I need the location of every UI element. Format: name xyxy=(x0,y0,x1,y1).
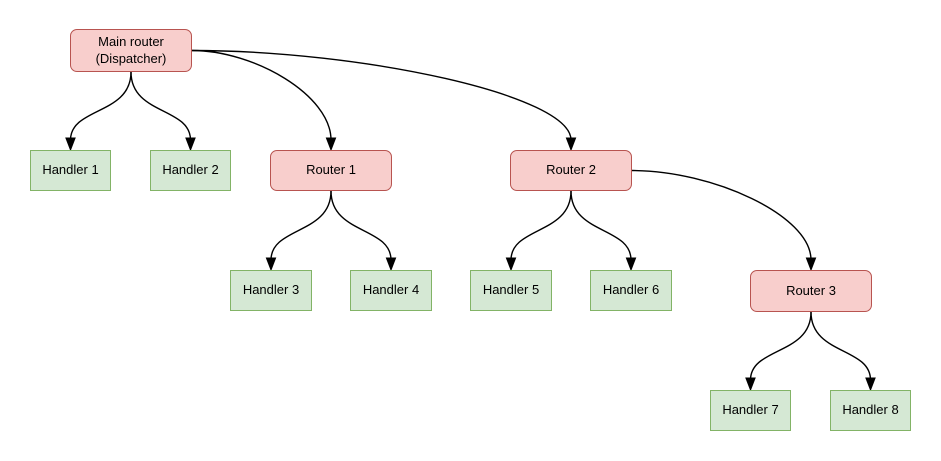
node-handler-2: Handler 2 xyxy=(150,150,231,191)
edge-arrowhead-icon xyxy=(865,377,876,392)
edge-line xyxy=(631,169,812,261)
edge-arrowhead-icon xyxy=(185,137,196,152)
edge-arrowhead-icon xyxy=(385,257,397,272)
edge-arrowhead-icon xyxy=(325,137,337,152)
node-handler-8: Handler 8 xyxy=(830,390,911,431)
node-handler-3: Handler 3 xyxy=(230,270,312,311)
edge-arrowhead-icon xyxy=(625,257,637,272)
edge-line xyxy=(270,190,332,261)
edge-line xyxy=(570,190,632,261)
edge-line xyxy=(191,49,572,141)
edge-line xyxy=(810,311,872,381)
edge-arrowhead-icon xyxy=(805,257,817,272)
edge-arrowhead-icon xyxy=(265,257,277,272)
node-handler-7: Handler 7 xyxy=(710,390,791,431)
edge-line xyxy=(69,71,132,141)
node-main-router: Main router (Dispatcher) xyxy=(70,29,192,72)
edge-line xyxy=(191,49,332,141)
node-router-3: Router 3 xyxy=(750,270,872,312)
node-handler-5: Handler 5 xyxy=(470,270,552,311)
node-handler-4: Handler 4 xyxy=(350,270,432,311)
edge-line xyxy=(510,190,572,261)
edge-line xyxy=(330,190,392,261)
edge-arrowhead-icon xyxy=(745,377,756,392)
node-handler-1: Handler 1 xyxy=(30,150,111,191)
node-router-1: Router 1 xyxy=(270,150,392,191)
edge-arrowhead-icon xyxy=(565,137,577,152)
edge-arrowhead-icon xyxy=(65,137,76,152)
node-router-2: Router 2 xyxy=(510,150,632,191)
node-handler-6: Handler 6 xyxy=(590,270,672,311)
edge-arrowhead-icon xyxy=(505,257,517,272)
edge-line xyxy=(749,311,812,381)
edge-line xyxy=(130,71,192,141)
